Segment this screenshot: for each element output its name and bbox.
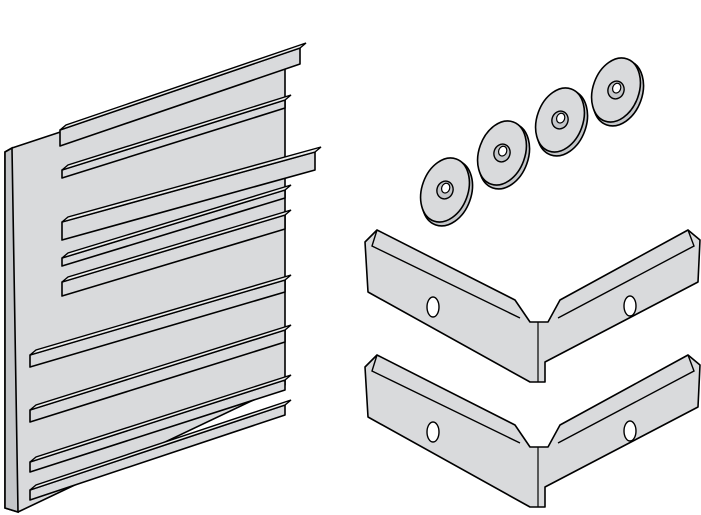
washer	[476, 120, 531, 190]
bracket-hole-right	[623, 295, 637, 317]
bracket-hole-left	[426, 421, 440, 443]
bracket-body	[364, 229, 701, 383]
mounting-plate	[4, 42, 322, 514]
plate-rail	[61, 94, 292, 179]
rail-top	[61, 94, 292, 171]
bracket-body	[364, 354, 701, 508]
plate-rail	[61, 146, 322, 241]
washer-hole	[555, 112, 566, 124]
washer-set	[419, 57, 645, 227]
rail-top	[29, 274, 292, 356]
bracket-hole-right	[623, 420, 637, 442]
bracket-bend-right	[557, 354, 695, 444]
rail-top	[29, 324, 292, 411]
plate-rail	[59, 42, 307, 147]
bracket-hole-left	[426, 296, 440, 318]
washer-hole	[611, 82, 622, 94]
washer-hole	[497, 145, 508, 157]
washer-hole	[440, 182, 451, 194]
bracket-bend-left	[371, 354, 521, 444]
washer	[534, 87, 589, 157]
plate-edge	[4, 146, 19, 514]
plate-rail	[29, 274, 292, 368]
angle-bracket	[364, 229, 701, 383]
rail-top	[61, 146, 322, 223]
bracket-bend-right	[557, 229, 695, 319]
plate-rail	[29, 324, 292, 423]
washer	[590, 57, 645, 127]
plate-rail	[29, 374, 292, 473]
plate-rail	[61, 184, 292, 267]
angle-bracket	[364, 354, 701, 508]
plate-face	[4, 59, 286, 513]
rail-top	[61, 184, 292, 259]
rail-top	[61, 209, 292, 283]
rail-top	[59, 42, 307, 131]
rail-top	[29, 399, 292, 491]
rail-top	[29, 374, 292, 463]
angle-bracket-set	[364, 229, 701, 508]
plate-rail	[61, 209, 292, 297]
bracket-bend-left	[371, 229, 521, 319]
plate-rail	[29, 399, 292, 501]
washer	[419, 157, 474, 227]
